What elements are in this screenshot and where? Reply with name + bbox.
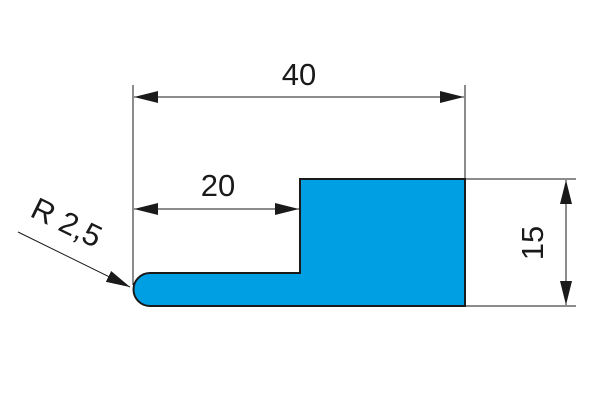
- profile-shape: [132, 178, 466, 307]
- dimension-label-40: 40: [282, 57, 316, 92]
- dimension-label-20: 20: [201, 168, 235, 203]
- radius-leader-line: [17, 231, 131, 288]
- dimension-label-15: 15: [515, 226, 550, 260]
- radius-label: R 2,5: [26, 191, 108, 255]
